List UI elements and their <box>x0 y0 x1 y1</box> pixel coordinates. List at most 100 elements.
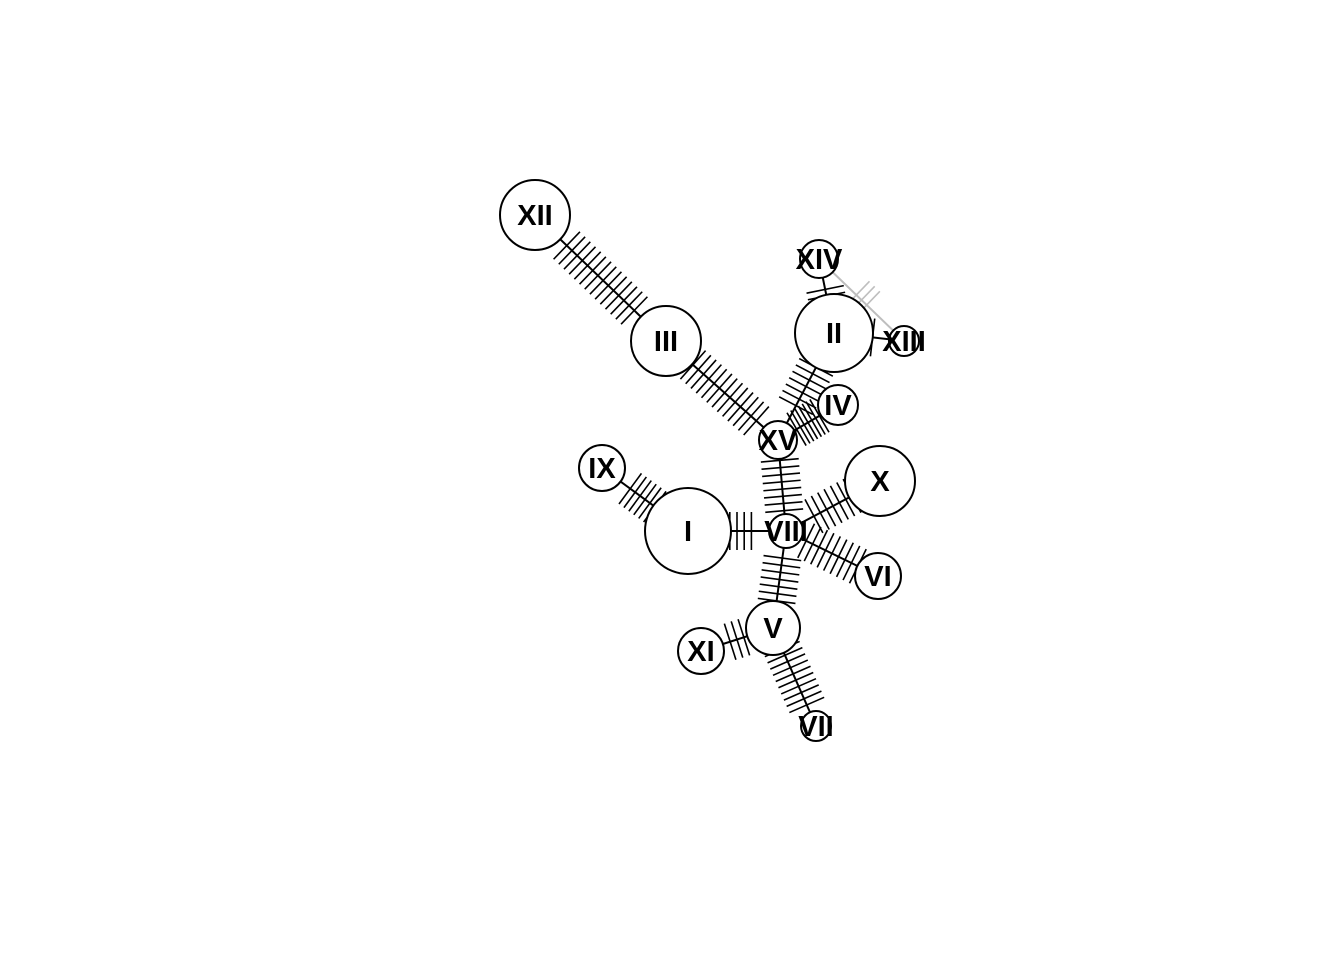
mutation-tick <box>761 569 800 576</box>
mutation-tick <box>563 241 591 270</box>
mutation-tick <box>615 291 643 320</box>
mutation-tick <box>706 373 733 403</box>
mutation-tick <box>618 472 643 505</box>
mutation-tick <box>775 665 811 683</box>
mutation-tick <box>782 389 817 409</box>
mutation-tick <box>737 401 765 431</box>
mutation-tick <box>829 539 848 575</box>
node-circle <box>677 627 725 675</box>
node-circle <box>644 487 732 575</box>
node-circle <box>799 239 839 279</box>
mutation-tick <box>788 376 824 397</box>
node-xii: XII <box>499 179 571 251</box>
node-xiii: XIII <box>882 325 926 358</box>
mutation-tick <box>780 677 817 695</box>
mutation-tick <box>628 480 652 512</box>
mutation-tick <box>809 399 830 433</box>
node-label: VII <box>798 711 833 743</box>
mutation-tick <box>823 488 843 524</box>
node-iv: IV <box>817 384 859 426</box>
mutation-tick <box>817 492 837 527</box>
node-x: X <box>844 445 916 517</box>
mutation-tick <box>700 368 728 399</box>
mutation-tick <box>759 583 798 590</box>
node-circle <box>817 384 859 426</box>
mutation-tick <box>762 472 801 478</box>
mutation-tick <box>792 370 827 390</box>
node-i: I <box>644 487 732 575</box>
node-label: XIV <box>796 244 843 276</box>
mutation-tick <box>623 476 648 509</box>
mutation-tick <box>610 286 638 315</box>
node-label: III <box>654 326 678 358</box>
mutation-tick <box>732 396 759 427</box>
node-circle <box>794 293 874 373</box>
mutation-tick <box>620 296 648 325</box>
node-xi: XI <box>677 627 725 675</box>
node-xiv: XIV <box>796 239 843 279</box>
mutation-tick <box>599 276 628 305</box>
node-ix: IX <box>578 444 626 492</box>
node-v: V <box>745 600 801 656</box>
mutation-tick <box>783 684 820 701</box>
node-circle <box>758 420 798 460</box>
mutation-tick <box>836 482 856 517</box>
mutation-tick <box>793 407 815 442</box>
mutation-tick <box>769 653 806 670</box>
mutation-tick <box>578 256 607 285</box>
mutation-tick <box>633 483 657 516</box>
mutation-tick <box>711 378 738 408</box>
mutation-tick <box>723 623 737 661</box>
mutation-tick <box>763 554 802 562</box>
node-label: VI <box>864 561 891 593</box>
node-label: XV <box>759 425 798 457</box>
mutation-tick <box>803 526 822 562</box>
node-viii: VIII <box>764 513 808 549</box>
node-label: XIII <box>882 326 926 358</box>
node-ii: II <box>794 293 874 373</box>
mutation-tick <box>762 479 801 485</box>
node-circle <box>888 325 920 357</box>
mutation-tick <box>822 536 842 571</box>
node-label: IV <box>824 390 852 422</box>
mutation-tick <box>778 671 814 689</box>
mutation-tick <box>690 359 717 389</box>
mutation-tick <box>685 354 712 385</box>
node-circle <box>800 710 832 742</box>
mutation-tick <box>789 696 825 714</box>
mutation-tick <box>767 646 803 664</box>
node-label: XI <box>687 636 714 668</box>
mutation-tick <box>795 364 830 384</box>
mutation-tick <box>761 465 800 471</box>
mutation-tick <box>758 590 797 598</box>
mutation-tick <box>816 532 835 568</box>
node-vi: VI <box>854 552 902 600</box>
node-circle <box>854 552 902 600</box>
node-vii: VII <box>798 710 834 743</box>
mutation-tick <box>760 457 799 463</box>
mutation-tick <box>743 406 770 436</box>
mutation-tick <box>730 621 744 658</box>
mutation-tick <box>801 403 823 438</box>
node-circle <box>630 305 702 377</box>
mutation-tick <box>763 493 802 499</box>
mutation-tick <box>589 266 617 295</box>
mutation-tick <box>786 690 822 708</box>
mutation-tick <box>842 545 861 581</box>
node-label: V <box>763 613 783 645</box>
mutation-tick <box>679 350 707 380</box>
mutation-tick <box>760 576 799 583</box>
mutation-tick <box>829 485 849 520</box>
mutation-tick <box>727 392 754 422</box>
node-label: VIII <box>764 516 808 548</box>
node-label: IX <box>588 453 616 485</box>
mutation-tick <box>716 382 744 413</box>
mutation-tick <box>737 618 751 656</box>
mutation-tick <box>558 236 586 265</box>
mutation-tick <box>809 529 829 565</box>
mutation-tick <box>785 383 820 403</box>
mutation-tick <box>810 495 830 530</box>
